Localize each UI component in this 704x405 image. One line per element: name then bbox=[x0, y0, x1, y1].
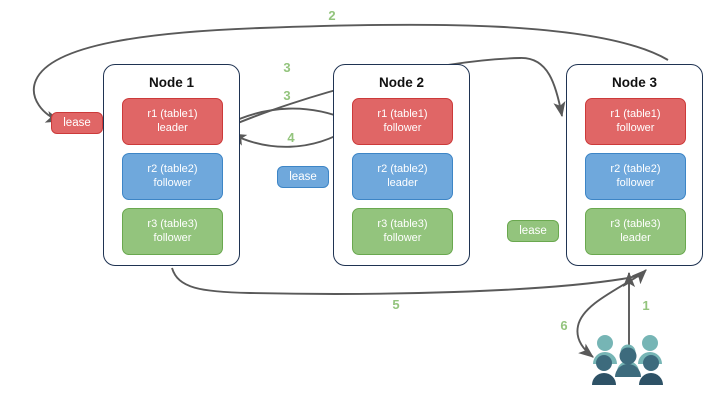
node-title-1: Node 1 bbox=[148, 75, 194, 90]
replica-name: r2 (table2) bbox=[147, 163, 198, 175]
lease-label: lease bbox=[519, 225, 547, 237]
lease-badge-r3[interactable]: lease bbox=[507, 220, 559, 242]
arrow-step-3-upper bbox=[225, 57, 566, 129]
node-title-3: Node 3 bbox=[611, 75, 657, 90]
replica-role: follower bbox=[153, 231, 192, 244]
people-group-icon bbox=[592, 335, 663, 385]
replica-node1-r1[interactable]: r1 (table1) leader bbox=[122, 98, 223, 145]
clients-group bbox=[592, 334, 666, 390]
replica-name: r3 (table3) bbox=[147, 218, 198, 230]
node-container-1[interactable]: Node 1 r1 (table1) leader r2 (table2) fo… bbox=[103, 64, 240, 266]
replica-node3-r1[interactable]: r1 (table1) follower bbox=[585, 98, 686, 145]
replica-role: follower bbox=[383, 121, 422, 134]
step-label-4: 4 bbox=[287, 130, 295, 145]
step-label-3-upper: 3 bbox=[283, 60, 291, 75]
replica-role: follower bbox=[616, 121, 655, 134]
step-label-3-lens: 3 bbox=[283, 88, 291, 103]
replica-role: follower bbox=[153, 176, 192, 189]
replica-name: r2 (table2) bbox=[377, 163, 428, 175]
replica-node3-r3[interactable]: r3 (table3) leader bbox=[585, 208, 686, 255]
lease-label: lease bbox=[289, 171, 317, 183]
node-title-2: Node 2 bbox=[378, 75, 424, 90]
arrow-step-5 bbox=[171, 267, 647, 295]
replica-name: r1 (table1) bbox=[147, 108, 198, 120]
replica-role: follower bbox=[616, 176, 655, 189]
node-container-2[interactable]: Node 2 r1 (table1) follower r2 (table2) … bbox=[333, 64, 470, 266]
replica-name: r3 (table3) bbox=[610, 218, 661, 230]
replica-name: r3 (table3) bbox=[377, 218, 428, 230]
step-label-2: 2 bbox=[328, 8, 336, 23]
replica-node2-r3[interactable]: r3 (table3) follower bbox=[352, 208, 453, 255]
step-label-5: 5 bbox=[392, 297, 400, 312]
lease-badge-r1[interactable]: lease bbox=[51, 112, 103, 134]
replica-role: follower bbox=[383, 231, 422, 244]
replica-name: r2 (table2) bbox=[610, 163, 661, 175]
replica-node1-r2[interactable]: r2 (table2) follower bbox=[122, 153, 223, 200]
replica-node2-r1[interactable]: r1 (table1) follower bbox=[352, 98, 453, 145]
replica-role: leader bbox=[387, 176, 418, 189]
lease-badge-r2[interactable]: lease bbox=[277, 166, 329, 188]
replica-node2-r2[interactable]: r2 (table2) leader bbox=[352, 153, 453, 200]
node-container-3[interactable]: Node 3 r1 (table1) follower r2 (table2) … bbox=[566, 64, 703, 266]
replica-role: leader bbox=[157, 121, 188, 134]
replica-name: r1 (table1) bbox=[377, 108, 428, 120]
step-label-1: 1 bbox=[642, 298, 650, 313]
arrow-step-2 bbox=[33, 23, 669, 123]
replica-name: r1 (table1) bbox=[610, 108, 661, 120]
replica-node1-r3[interactable]: r3 (table3) follower bbox=[122, 208, 223, 255]
arrow-step-6 bbox=[576, 271, 646, 358]
replica-role: leader bbox=[620, 231, 651, 244]
lease-label: lease bbox=[63, 117, 91, 129]
arrow-step-3-lens bbox=[225, 107, 350, 126]
replica-node3-r2[interactable]: r2 (table2) follower bbox=[585, 153, 686, 200]
step-label-6: 6 bbox=[560, 318, 568, 333]
